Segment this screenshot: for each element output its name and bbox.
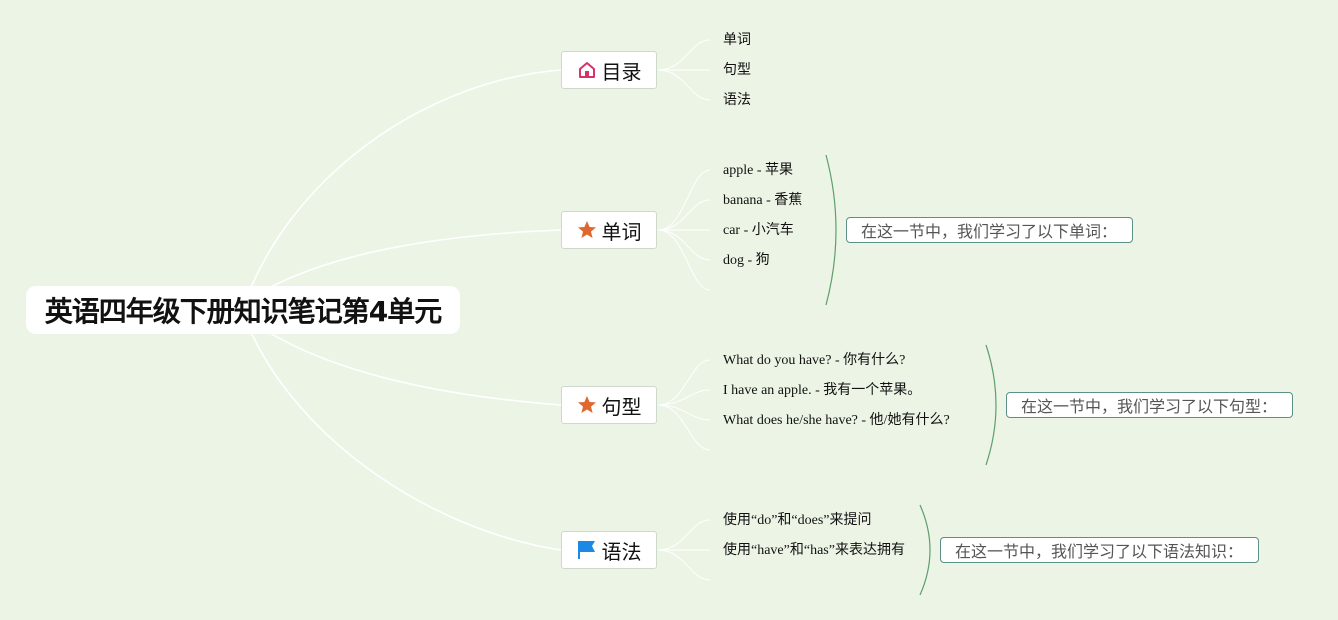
branch-label: 句型 [601,394,642,419]
connector-leaf [657,69,711,101]
leaf-item[interactable]: banana - 香蕉 [723,193,803,208]
leaf-item[interactable]: 使用“have”和“has”来表达拥有 [723,543,905,558]
leaf-item[interactable]: What does he/she have? - 他/她有什么? [723,413,950,428]
connector-leaf [657,404,711,451]
branch-label: 目录 [601,59,642,84]
leaf-item[interactable]: I have an apple. - 我有一个苹果。 [723,383,922,398]
home-icon [577,60,597,80]
connector-leaf [657,229,711,291]
connector-leaf [657,229,711,261]
star-icon [577,220,597,240]
summary-bracket-danci [825,154,837,306]
flag-icon [577,540,597,560]
connector-leaf [657,519,711,551]
summary-text: 在这一节中，我们学习了以下单词： [861,222,1118,241]
star-icon [577,395,597,415]
leaf-item[interactable]: 语法 [723,93,751,108]
summary-text: 在这一节中，我们学习了以下句型： [1021,397,1278,416]
root-title: 英语四年级下册知识笔记第4单元 [44,295,442,328]
branch-yufa[interactable]: 语法 [561,531,657,569]
leaf-item[interactable]: car - 小汽车 [723,223,794,238]
connector-leaf [657,404,711,421]
connector-root-yufa [249,329,562,551]
connector-root-juxing [264,329,562,406]
leaf-item[interactable]: dog - 狗 [723,253,770,268]
connector-leaf [657,39,711,71]
summary-juxing[interactable]: 在这一节中，我们学习了以下句型： [1006,392,1293,418]
leaf-item[interactable]: apple - 苹果 [723,163,793,178]
summary-danci[interactable]: 在这一节中，我们学习了以下单词： [846,217,1133,243]
leaf-item[interactable]: 单词 [723,33,751,48]
connector-root-danci [264,229,562,291]
branch-mulu[interactable]: 目录 [561,51,657,89]
branch-label: 单词 [601,219,642,244]
connector-leaf [657,549,711,581]
summary-bracket-yufa [919,504,931,596]
summary-bracket-juxing [985,344,997,466]
branch-danci[interactable]: 单词 [561,211,657,249]
branch-juxing[interactable]: 句型 [561,386,657,424]
summary-text: 在这一节中，我们学习了以下语法知识： [955,542,1244,561]
connector-leaf [657,359,711,406]
summary-yufa[interactable]: 在这一节中，我们学习了以下语法知识： [940,537,1259,563]
root-topic[interactable]: 英语四年级下册知识笔记第4单元 [26,286,460,334]
connector-root-mulu [249,69,562,291]
branch-label: 语法 [601,539,642,564]
connector-leaf [657,389,711,406]
connector-leaf [657,169,711,231]
leaf-item[interactable]: What do you have? - 你有什么? [723,353,906,368]
leaf-item[interactable]: 句型 [723,63,751,78]
connector-leaf [657,199,711,231]
leaf-item[interactable]: 使用“do”和“does”来提问 [723,513,872,528]
